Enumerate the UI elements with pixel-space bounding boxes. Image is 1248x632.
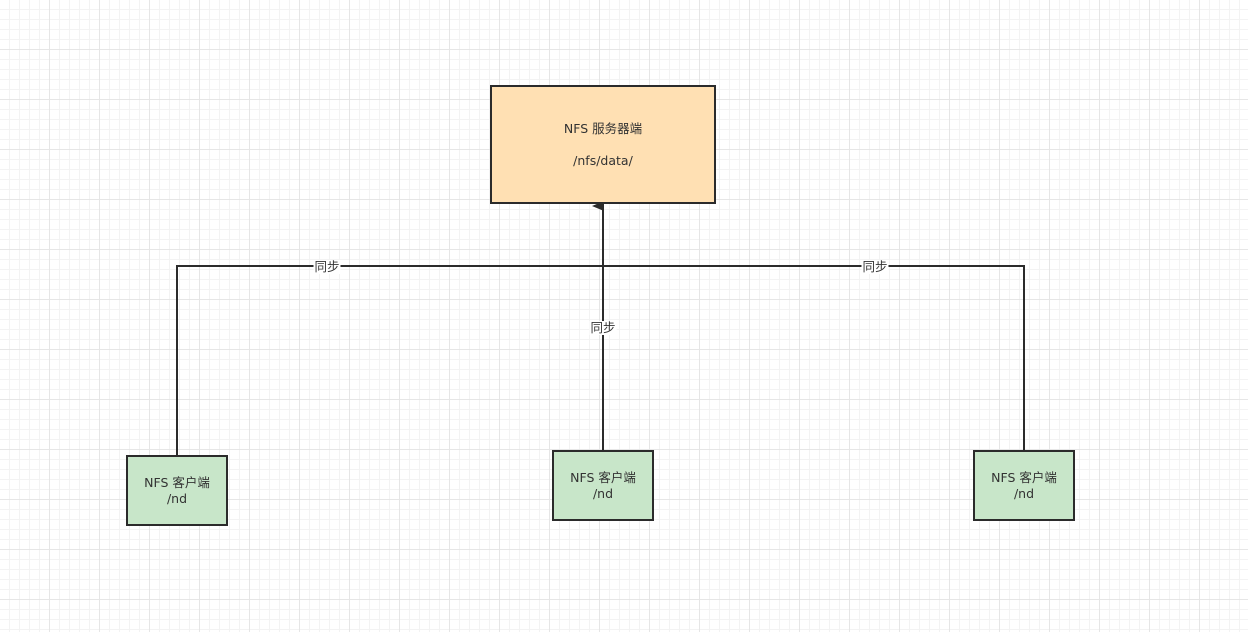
- client-path: /nd: [1013, 485, 1035, 501]
- nfs-server-node[interactable]: NFS 服务器端 /nfs/data/: [490, 85, 716, 204]
- client-title: NFS 客户端: [144, 474, 210, 490]
- server-path: /nfs/data/: [573, 152, 633, 168]
- server-title: NFS 服务器端: [563, 120, 643, 136]
- client-title: NFS 客户端: [570, 469, 636, 485]
- nfs-client-node-2[interactable]: NFS 客户端 /nd: [552, 450, 654, 521]
- nfs-client-node-1[interactable]: NFS 客户端 /nd: [126, 455, 228, 526]
- client-path: /nd: [592, 485, 614, 501]
- edge-label-sync: 同步: [313, 259, 341, 274]
- edge-client-1-to-server: [176, 265, 603, 455]
- client-title: NFS 客户端: [991, 469, 1057, 485]
- nfs-client-node-3[interactable]: NFS 客户端 /nd: [973, 450, 1075, 521]
- client-path: /nd: [166, 490, 188, 506]
- edge-client-3-to-server: [603, 265, 1025, 450]
- edge-label-sync: 同步: [861, 259, 889, 274]
- edge-label-sync: 同步: [589, 320, 617, 335]
